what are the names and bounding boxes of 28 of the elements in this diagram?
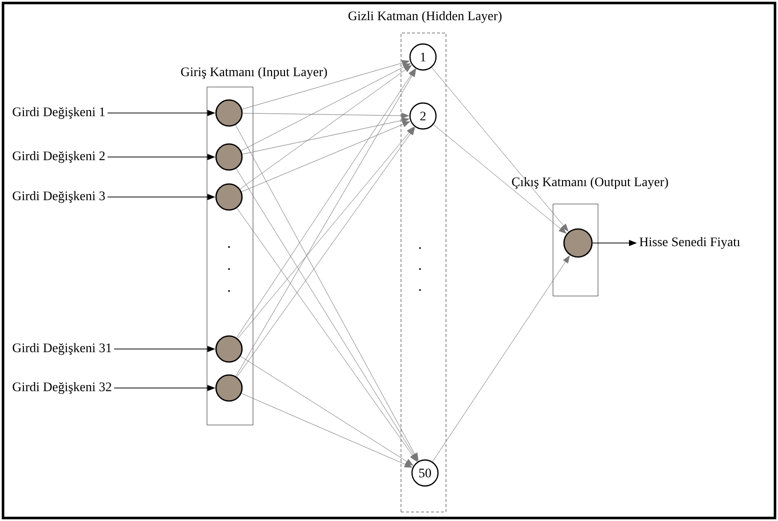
neuron-circle bbox=[563, 228, 593, 258]
arrow bbox=[240, 356, 414, 466]
arrow bbox=[240, 65, 412, 190]
arrow bbox=[241, 393, 412, 468]
variable-label: Girdi Değişkeni 31 bbox=[12, 343, 112, 355]
arrow bbox=[242, 118, 410, 154]
variable-label: Girdi Değişkeni 3 bbox=[12, 191, 105, 203]
variable-label: Girdi Değişkeni 1 bbox=[12, 107, 105, 119]
arrow bbox=[433, 124, 566, 234]
variable-label: Girdi Değişkeni 32 bbox=[12, 382, 112, 394]
arrow bbox=[240, 63, 411, 151]
layer-title: Gizli Katman (Hidden Layer) bbox=[348, 11, 502, 23]
variable-label: Hisse Senedi Fiyatı bbox=[640, 237, 740, 249]
arrow bbox=[236, 127, 415, 378]
arrow bbox=[431, 67, 568, 232]
neuron-circle bbox=[215, 374, 243, 402]
arrow bbox=[432, 256, 570, 462]
arrow bbox=[238, 126, 414, 339]
arrow bbox=[242, 112, 409, 119]
neuron-circle bbox=[215, 183, 243, 211]
variable-label: Girdi Değişkeni 2 bbox=[12, 151, 105, 163]
layer-title: Giriş Katmanı (Input Layer) bbox=[181, 67, 327, 79]
arrow bbox=[242, 60, 410, 110]
arrow bbox=[241, 121, 410, 192]
neuron-circle bbox=[215, 335, 243, 363]
neuron-circle bbox=[215, 99, 243, 127]
neuron-circle bbox=[215, 143, 243, 171]
layer-title: Çıkış Katmanı (Output Layer) bbox=[512, 177, 668, 189]
